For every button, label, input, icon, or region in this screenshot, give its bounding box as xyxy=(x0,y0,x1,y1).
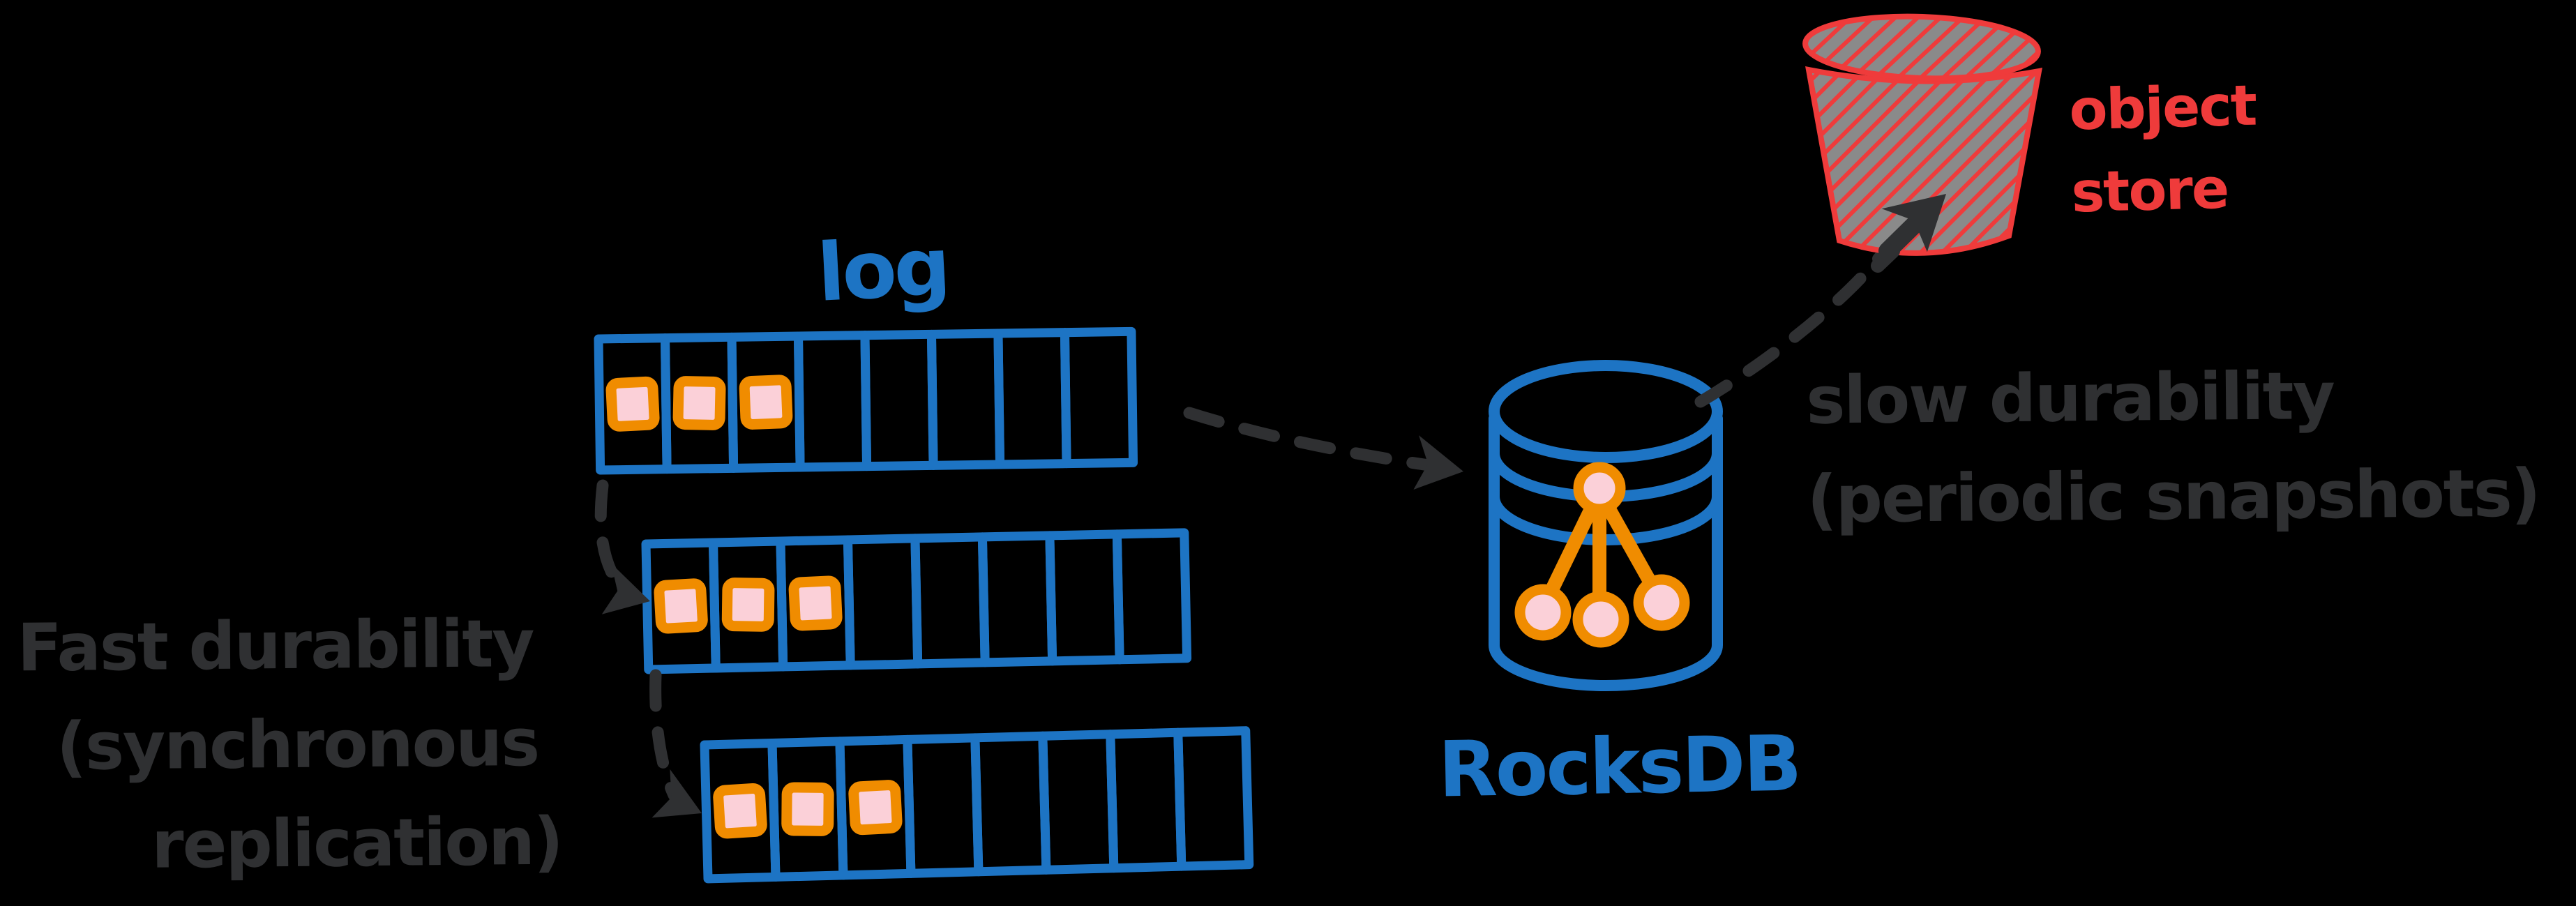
log-cell xyxy=(970,731,1051,877)
log-cell xyxy=(977,531,1057,667)
log-cell xyxy=(1173,726,1254,871)
slow-durability-line1: slow durability xyxy=(1805,358,2335,439)
log-cell xyxy=(993,328,1071,469)
log-entry-square xyxy=(721,577,775,632)
log-cell xyxy=(1045,529,1124,666)
log-entry-square xyxy=(605,376,660,432)
arrow-log-to-rocksdb xyxy=(1183,407,1463,490)
log-entry-square xyxy=(713,783,767,839)
log-entry-square xyxy=(654,578,708,634)
rocksdb-label: RocksDB xyxy=(1437,718,1801,815)
log-row-2 xyxy=(641,528,1192,674)
object-store-label: object store xyxy=(2068,65,2259,234)
arrow-rocksdb-to-objectstore xyxy=(1694,250,1886,408)
fast-durability-line3: replication) xyxy=(151,803,563,884)
log-entry-square xyxy=(739,375,793,430)
log-entry-square xyxy=(788,575,843,631)
log-entry-square xyxy=(672,376,726,430)
log-label: log xyxy=(815,220,951,319)
slow-durability-line2: (periodic snapshots) xyxy=(1807,455,2540,538)
log-cell xyxy=(926,329,1005,470)
lsm-tree-icon xyxy=(1514,462,1690,648)
arrow-row2-to-row3 xyxy=(649,669,702,818)
object-store-label-line1: object xyxy=(2068,73,2257,143)
log-row-1 xyxy=(594,326,1138,475)
object-store-bucket-icon xyxy=(1802,13,2042,273)
object-store-label-line2: store xyxy=(2070,156,2229,225)
log-cell xyxy=(793,331,872,472)
log-row-3 xyxy=(700,726,1254,884)
log-cell xyxy=(903,733,984,878)
arrow-row1-to-row2 xyxy=(594,479,650,614)
log-cell xyxy=(910,532,990,669)
log-cell xyxy=(1060,326,1138,469)
log-cell xyxy=(1106,727,1187,873)
snapshot-arrow-into-bucket xyxy=(1871,194,1946,273)
fast-durability-line2: (synchronous xyxy=(56,704,539,785)
log-cell xyxy=(860,329,938,471)
log-cell xyxy=(1112,528,1192,665)
log-cell xyxy=(1038,730,1119,875)
slow-durability-label: slow durability (periodic snapshots) xyxy=(1806,345,2540,550)
fast-durability-label: Fast durability (synchronous replication… xyxy=(17,595,562,897)
fast-durability-line1: Fast durability xyxy=(17,605,534,687)
log-cell xyxy=(843,534,923,670)
log-entry-square xyxy=(848,780,903,836)
log-entry-square xyxy=(781,782,834,836)
rocksdb-cylinder-icon xyxy=(1489,360,1723,691)
